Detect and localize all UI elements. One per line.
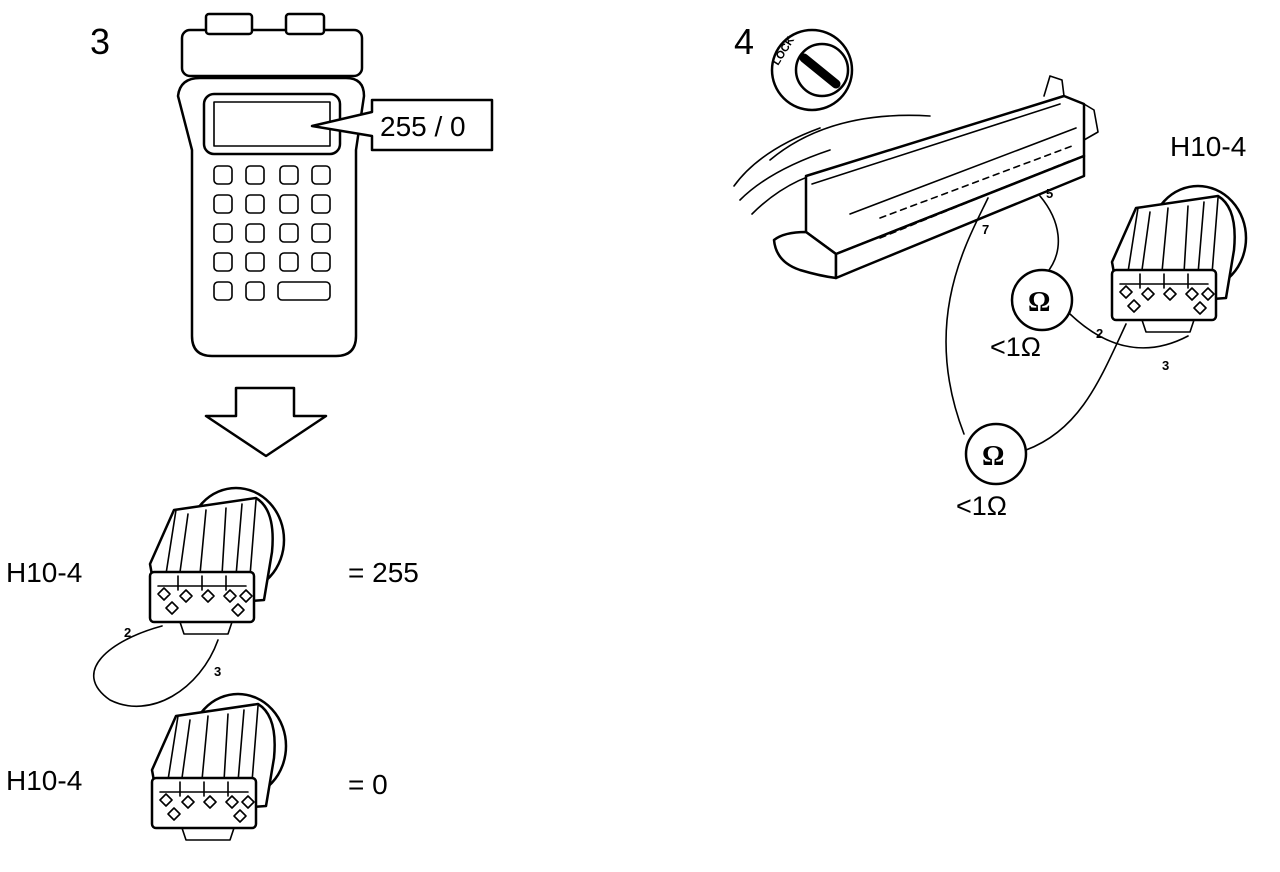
bridged-pin-3: 3 — [214, 664, 221, 679]
step4-connector-label: H10-4 — [1170, 131, 1246, 162]
ohmmeter-1: Ω — [1010, 268, 1074, 332]
h10-4-plug-open — [150, 692, 288, 842]
h10-4-plug-bridged — [148, 486, 286, 636]
header-pin-5: 5 — [1046, 186, 1053, 201]
ohmmeter-1-symbol: Ω — [1028, 287, 1050, 318]
ohmmeter-2: Ω — [964, 422, 1028, 486]
ohmmeter-2-symbol: Ω — [982, 441, 1004, 472]
reading-2: <1Ω — [956, 491, 1007, 521]
display-value: 255 / 0 — [380, 111, 466, 142]
step-3-number: 3 — [90, 21, 110, 62]
reading-1: <1Ω — [990, 332, 1041, 362]
lead-pin7-to-meter2 — [945, 197, 989, 435]
open-connector-label: H10-4 — [6, 765, 82, 796]
step-4-number: 4 — [734, 21, 754, 62]
h10-4-plug-step4 — [1110, 184, 1248, 334]
bridge-wire — [93, 625, 219, 708]
step4-pin-2: 2 — [1096, 326, 1103, 341]
open-result: = 0 — [348, 769, 388, 800]
bridged-pin-2: 2 — [124, 625, 131, 640]
tester-keypad — [213, 165, 331, 301]
diagnostic-tester — [176, 12, 366, 358]
bridged-connector-label: H10-4 — [6, 557, 82, 588]
display-callout: 255 / 0 — [310, 98, 494, 152]
header-pin-7: 7 — [982, 222, 989, 237]
lead-meter2-to-pin2 — [1025, 323, 1127, 451]
down-arrow-icon — [204, 386, 328, 458]
step4-pin-3: 3 — [1162, 358, 1169, 373]
ignition-lock-icon: LOCK — [770, 28, 854, 112]
bridged-result: = 255 — [348, 557, 419, 588]
lead-pin5-to-meter1 — [1039, 195, 1060, 275]
control-unit-connector — [733, 75, 1099, 280]
lead-meter1-to-pin3 — [1069, 313, 1189, 349]
